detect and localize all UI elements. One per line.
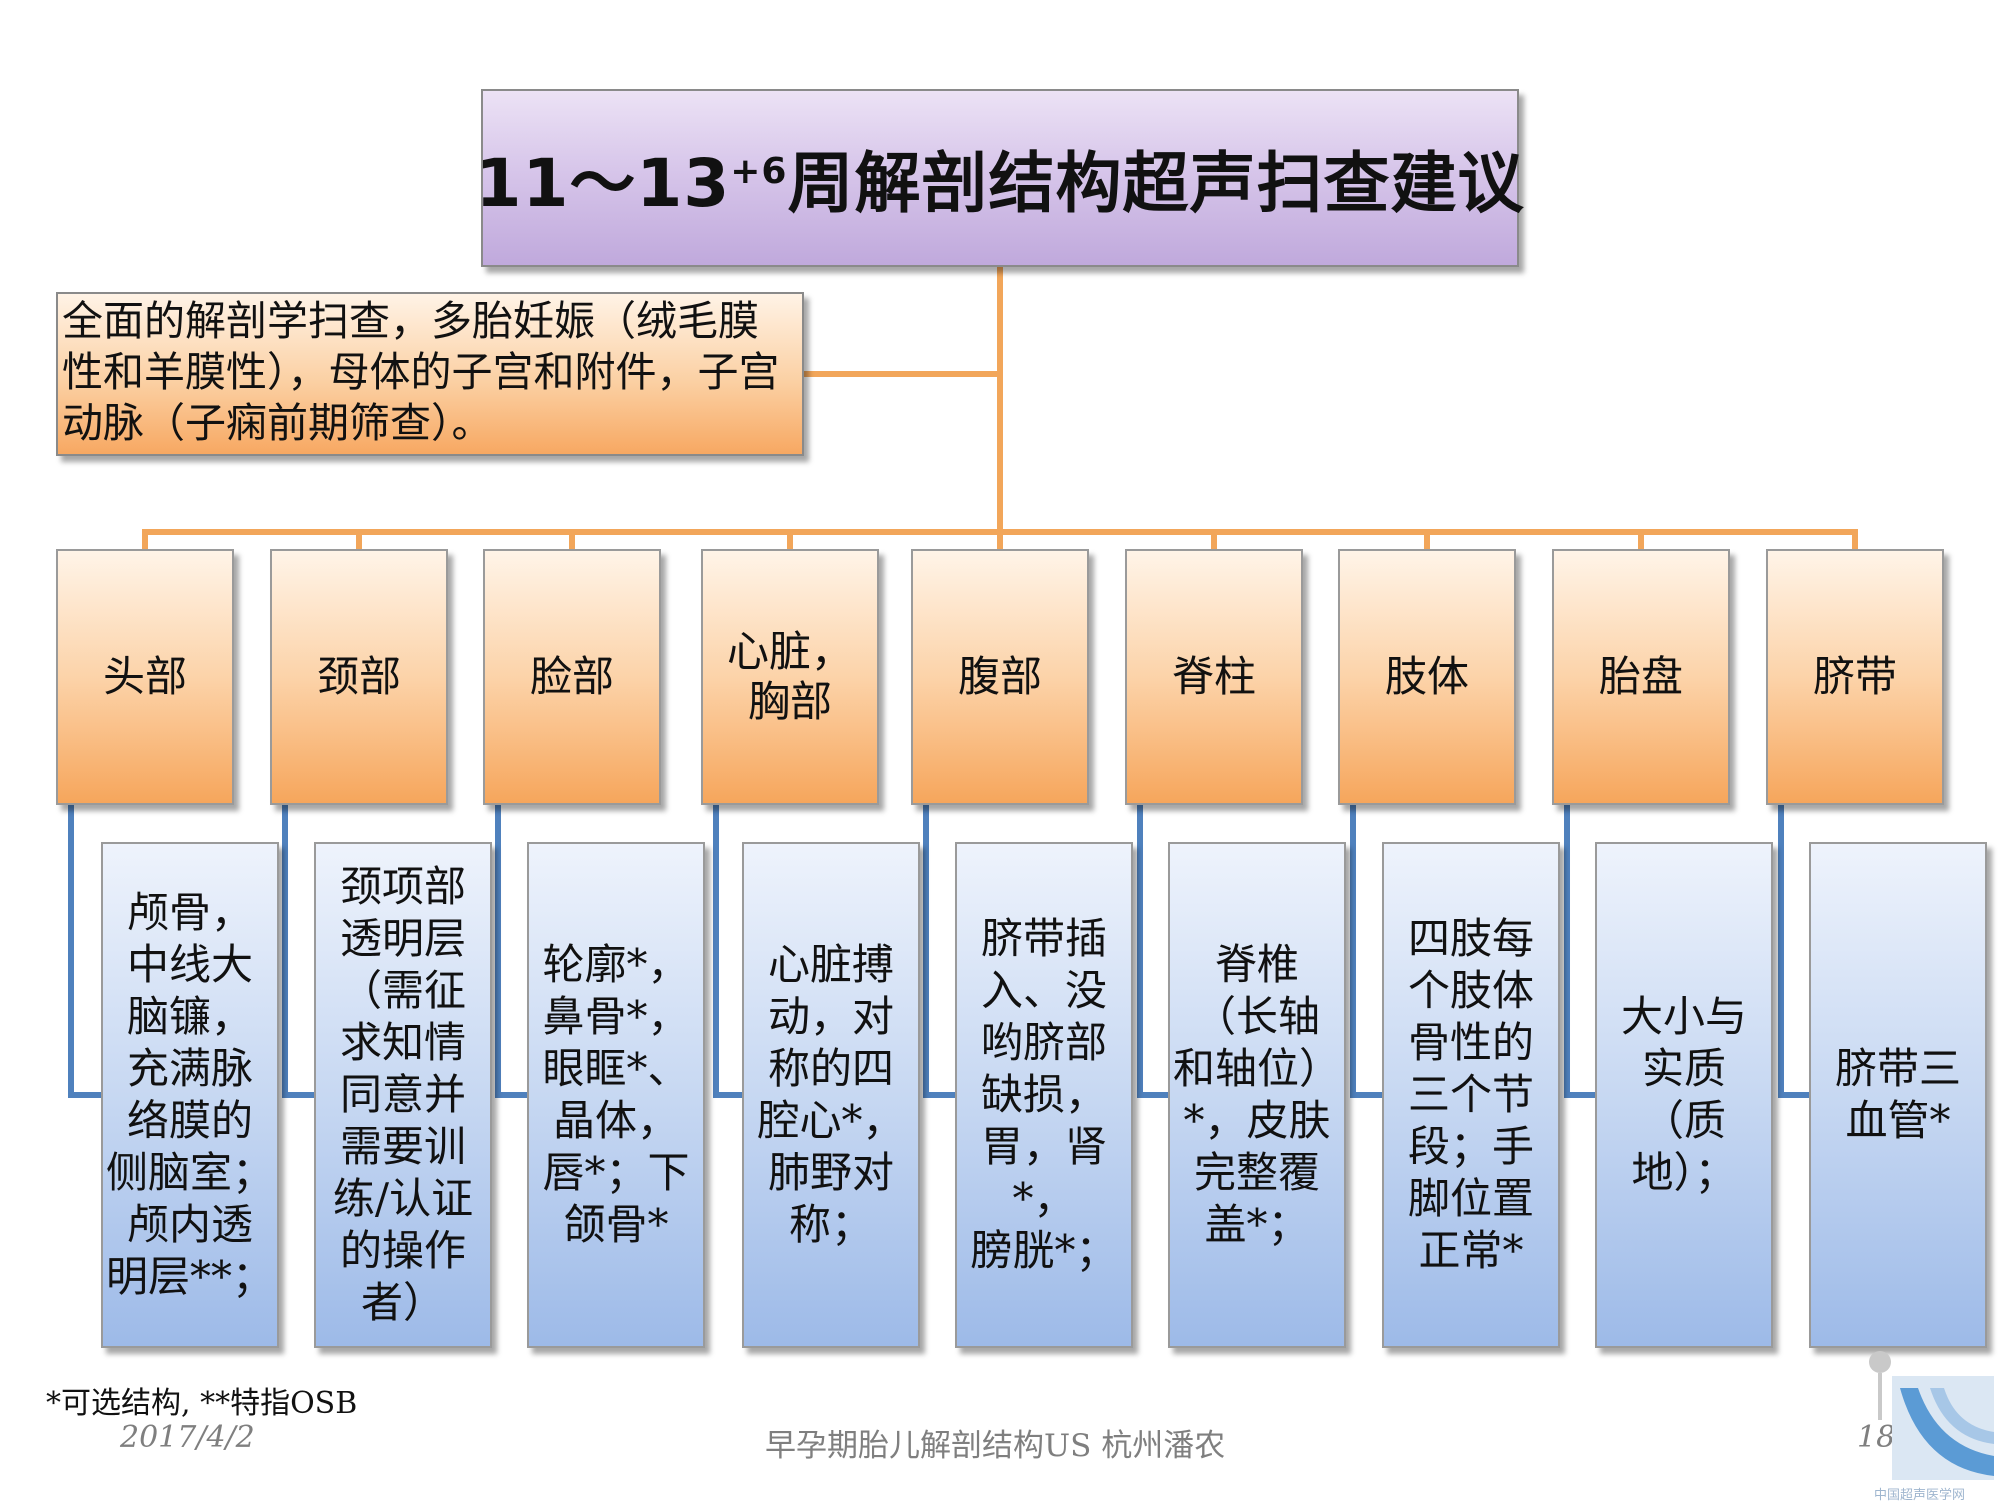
detail-connector (1564, 805, 1595, 1098)
page-number: 18 (1857, 1420, 1896, 1455)
category-box: 头部 (56, 549, 234, 805)
category-label: 脊柱 (1171, 652, 1256, 701)
category-box: 脸部 (483, 549, 661, 805)
category-label: 头部 (102, 652, 187, 701)
detail-text: 大小与 实质 （质 地）； (1620, 992, 1747, 1197)
category-box: 肢体 (1338, 549, 1516, 805)
category-box: 脐带 (1766, 549, 1944, 805)
category-box: 腹部 (911, 549, 1089, 805)
category-label: 脐带 (1812, 652, 1897, 701)
site-logo-icon (1869, 1351, 1994, 1480)
detail-box: 脐带插 入、没 哟脐部 缺损， 胃，肾*， 膀胱*； (955, 842, 1133, 1348)
category-label: 肢体 (1384, 652, 1469, 701)
category-box: 心脏， 胸部 (701, 549, 879, 805)
detail-connector (1350, 805, 1382, 1098)
title-box: 11～13+6周解剖结构超声扫查建议 (476, 89, 1523, 267)
detail-text: 四肢每 个肢体 骨性的 三个节 段；手 脚位置 正常* (1407, 914, 1534, 1275)
page-title: 11～13+6周解剖结构超声扫查建议 (475, 145, 1525, 222)
category-label: 颈部 (316, 652, 401, 701)
category-label: 腹部 (957, 652, 1042, 701)
footer-date: 2017/4/2 (120, 1420, 255, 1455)
footer-title: 早孕期胎儿解剖结构US 杭州潘农 (765, 1428, 1226, 1464)
detail-connector (282, 805, 314, 1098)
category-label: 心脏， 胸部 (726, 627, 853, 726)
detail-text: 脊椎 （长轴 和轴位） *，皮肤 完整覆 盖*； (1172, 940, 1341, 1249)
detail-connector (923, 805, 955, 1098)
detail-box: 脐带三 血管* (1809, 842, 1987, 1348)
detail-box: 四肢每 个肢体 骨性的 三个节 段；手 脚位置 正常* (1382, 842, 1560, 1348)
detail-box: 心脏搏 动，对 称的四 腔心*， 肺野对 称； (742, 842, 920, 1348)
category-label: 胎盘 (1598, 652, 1683, 701)
detail-box: 轮廓*， 鼻骨*， 眼眶*、 晶体， 唇*；下 颌骨* (527, 842, 705, 1348)
detail-box: 颅骨， 中线大 脑镰， 充满脉 络膜的 侧脑室； 颅内透 明层**； (101, 842, 279, 1348)
detail-connector (68, 805, 101, 1098)
detail-connector (495, 805, 527, 1098)
detail-connector (1137, 805, 1168, 1098)
detail-box: 脊椎 （长轴 和轴位） *，皮肤 完整覆 盖*； (1168, 842, 1346, 1348)
detail-text: 脐带三 血管* (1834, 1044, 1961, 1145)
category-label: 脸部 (529, 652, 614, 701)
detail-text: 心脏搏 动，对 称的四 腔心*， 肺野对 称； (757, 940, 905, 1249)
general-scan-box: 全面的解剖学扫查，多胎妊娠（绒毛膜性和羊膜性），母体的子宫和附件，子宫动脉（子痫… (56, 292, 804, 456)
category-box: 颈部 (270, 549, 448, 805)
detail-text: 脐带插 入、没 哟脐部 缺损， 胃，肾*， 膀胱*； (970, 914, 1118, 1275)
detail-box: 颈项部 透明层 （需征 求知情 同意并 需要训 练/认证 的操作 者） (314, 842, 492, 1348)
detail-text: 颅骨， 中线大 脑镰， 充满脉 络膜的 侧脑室； 颅内透 明层**； (105, 888, 274, 1301)
general-scan-text: 全面的解剖学扫查，多胎妊娠（绒毛膜性和羊膜性），母体的子宫和附件，子宫动脉（子痫… (62, 297, 780, 447)
detail-box: 大小与 实质 （质 地）； (1595, 842, 1773, 1348)
logo-text: 中国超声医学网 (1874, 1488, 1966, 1503)
detail-text: 颈项部 透明层 （需征 求知情 同意并 需要训 练/认证 的操作 者） (332, 862, 474, 1327)
footnote: *可选结构, **特指OSB (46, 1386, 358, 1421)
detail-connector (1778, 805, 1809, 1098)
category-box: 胎盘 (1552, 549, 1730, 805)
detail-connector (713, 805, 742, 1098)
category-box: 脊柱 (1125, 549, 1303, 805)
detail-text: 轮廓*， 鼻骨*， 眼眶*、 晶体， 唇*；下 颌骨* (542, 940, 690, 1249)
